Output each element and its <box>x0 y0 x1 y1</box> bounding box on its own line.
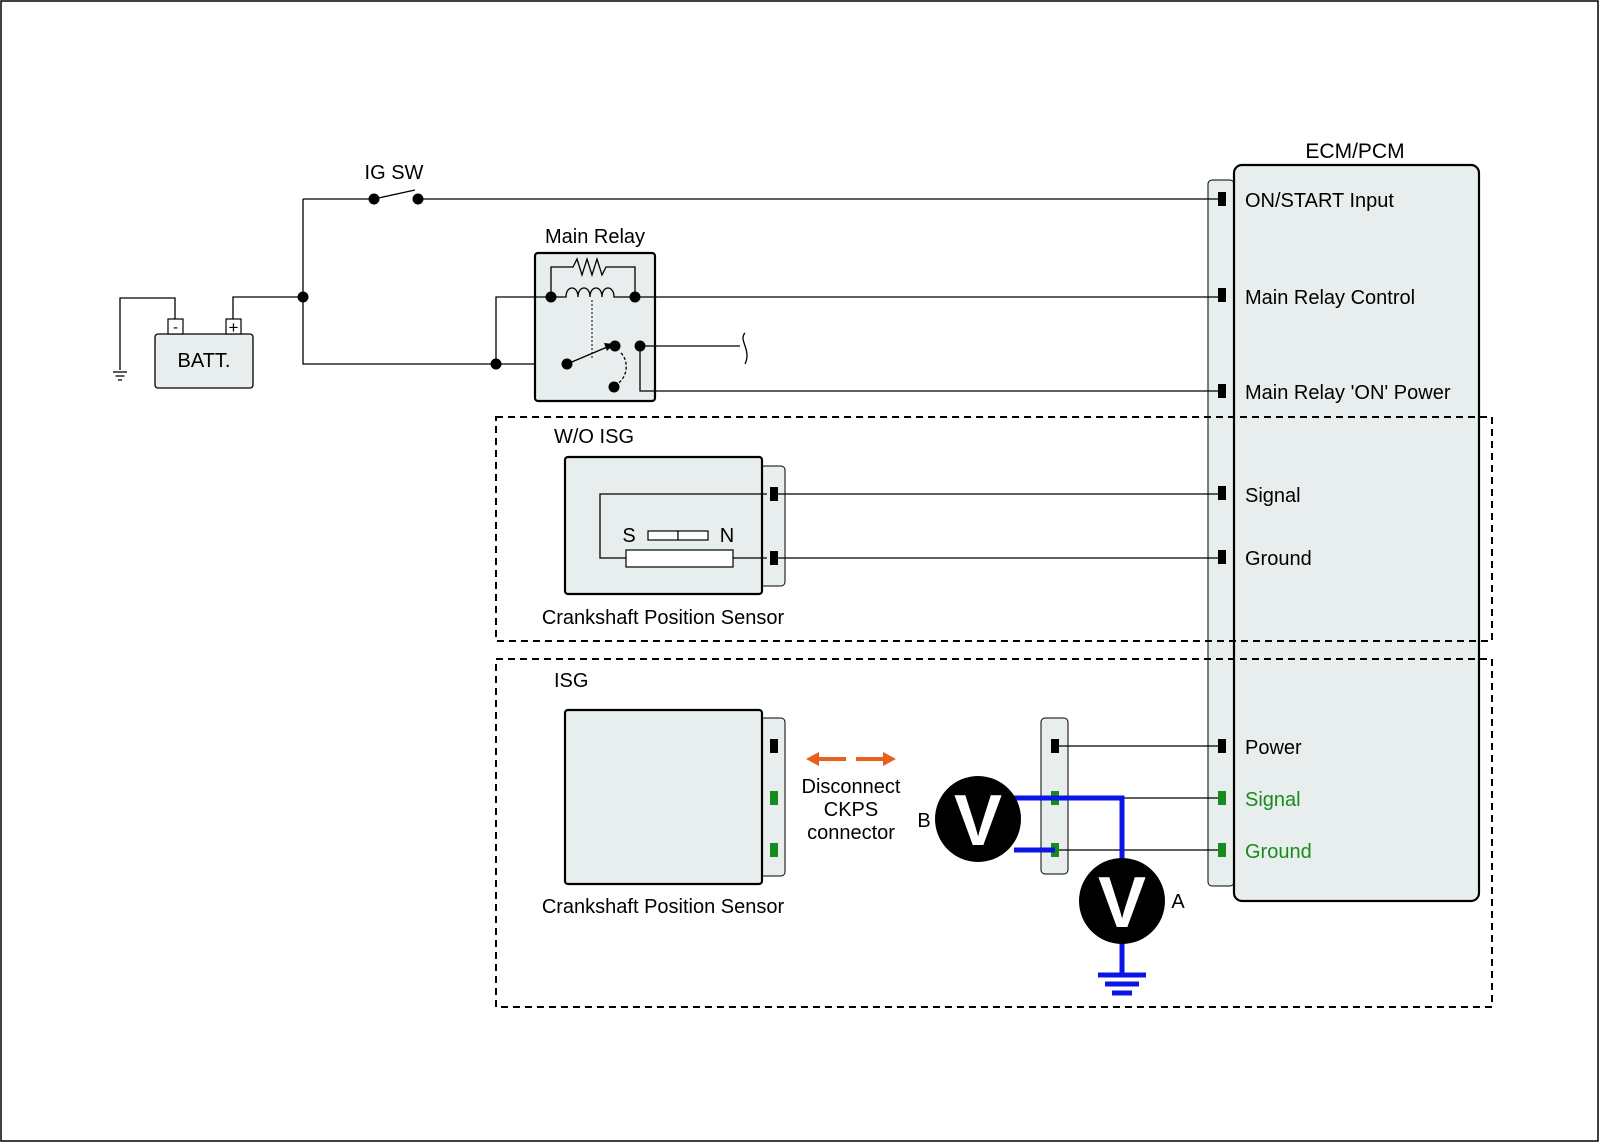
ig-switch: IG SW <box>303 162 1218 205</box>
isg-dashed-box <box>495 658 1493 1008</box>
ecm-title: ECM/PCM <box>1305 140 1404 163</box>
sensor-magnet <box>625 549 734 568</box>
voltmeter-b-symbol: V <box>954 781 1002 861</box>
isg-section: ISG Crankshaft Position Sensor Disconnec… <box>495 658 1493 1008</box>
ecm-pin-terminal <box>1218 288 1226 302</box>
main-relay: Main Relay <box>495 226 1218 403</box>
ecm-pin-terminal <box>1218 739 1226 753</box>
ecm-body <box>1232 163 1481 903</box>
main-relay-label: Main Relay <box>545 226 645 248</box>
ground-icon <box>113 297 176 381</box>
wire-battery-positive <box>232 296 303 319</box>
ecm-pin-terminal <box>1218 192 1226 206</box>
junction-dot <box>297 291 309 303</box>
sensor-pole-piece <box>647 530 679 541</box>
disconnect-note-line-3: connector <box>807 822 895 844</box>
wire-main-relay-on-power <box>639 346 1218 392</box>
voltmeter-icon <box>935 776 1021 862</box>
relay-resistor <box>550 256 636 297</box>
disconnect-note-line-2: CKPS <box>824 799 878 821</box>
wo-isg-section: W/O ISG S N Crankshaft Position Sensor <box>495 416 1493 642</box>
ecm-pin-terminal <box>1218 791 1226 805</box>
relay-coil <box>551 287 635 298</box>
wire-break-icon <box>742 332 748 365</box>
wo-isg-title: W/O ISG <box>554 426 634 448</box>
sensor-pole-piece <box>677 530 709 541</box>
disconnect-note-line-1: Disconnect <box>802 776 901 798</box>
ecm-pin-label-ground-isg: Ground <box>1245 841 1312 863</box>
main-relay-body <box>533 251 657 403</box>
ecm-pin-terminal <box>1218 550 1226 564</box>
sensor-pole-s: S <box>622 525 635 547</box>
ig-switch-lever <box>373 189 416 200</box>
battery: - + BATT. <box>154 318 254 389</box>
ecm-pin-terminal <box>1218 384 1226 398</box>
wire-relay-coil-feed <box>495 296 551 364</box>
battery-body <box>154 333 254 389</box>
ecm-connector-strip <box>1207 179 1235 887</box>
battery-negative-sign: - <box>173 319 178 336</box>
battery-label: BATT. <box>178 350 231 372</box>
voltmeter-a-symbol: V <box>1098 863 1146 943</box>
ecm-pin-label-ground: Ground <box>1245 548 1312 570</box>
ecm-pin-label-on-start-input: ON/START Input <box>1245 190 1394 212</box>
battery-positive-sign: + <box>229 318 239 337</box>
ig-switch-label: IG SW <box>365 162 424 184</box>
voltmeter-a: V A <box>1079 858 1185 944</box>
isg-sensor-label: Crankshaft Position Sensor <box>542 896 785 918</box>
voltmeter-icon <box>1079 858 1165 944</box>
wo-isg-dashed-box <box>495 416 1493 642</box>
ecm-pcm: ECM/PCM ON/START Input Main Relay Contro… <box>1207 140 1481 903</box>
isg-title: ISG <box>554 670 588 692</box>
disconnect-arrows-icon <box>806 752 896 766</box>
sensor-pole-n: N <box>720 525 734 547</box>
ecm-pin-label-main-relay-control: Main Relay Control <box>1245 287 1415 309</box>
relay-switch-arm <box>566 344 613 365</box>
ecm-pin-terminal <box>1218 843 1226 857</box>
voltmeter-b: V B <box>917 776 1021 862</box>
ecm-pin-label-power: Power <box>1245 737 1302 759</box>
voltmeter-a-label: A <box>1171 891 1185 913</box>
ecm-pin-label-signal: Signal <box>1245 485 1301 507</box>
isg-sensor-body <box>563 708 764 886</box>
wire-bus-vertical <box>302 199 567 365</box>
ecm-pin-label-main-relay-on-power: Main Relay 'ON' Power <box>1245 382 1451 404</box>
ecm-pin-terminal <box>1218 486 1226 500</box>
voltmeter-b-label: B <box>917 810 930 832</box>
ecm-pin-label-signal-isg: Signal <box>1245 789 1301 811</box>
wo-isg-sensor-label: Crankshaft Position Sensor <box>542 607 785 629</box>
ground-icon <box>1098 972 1146 996</box>
probe-wire-b-signal <box>1014 795 1125 860</box>
wo-isg-sensor-connector <box>759 465 786 587</box>
